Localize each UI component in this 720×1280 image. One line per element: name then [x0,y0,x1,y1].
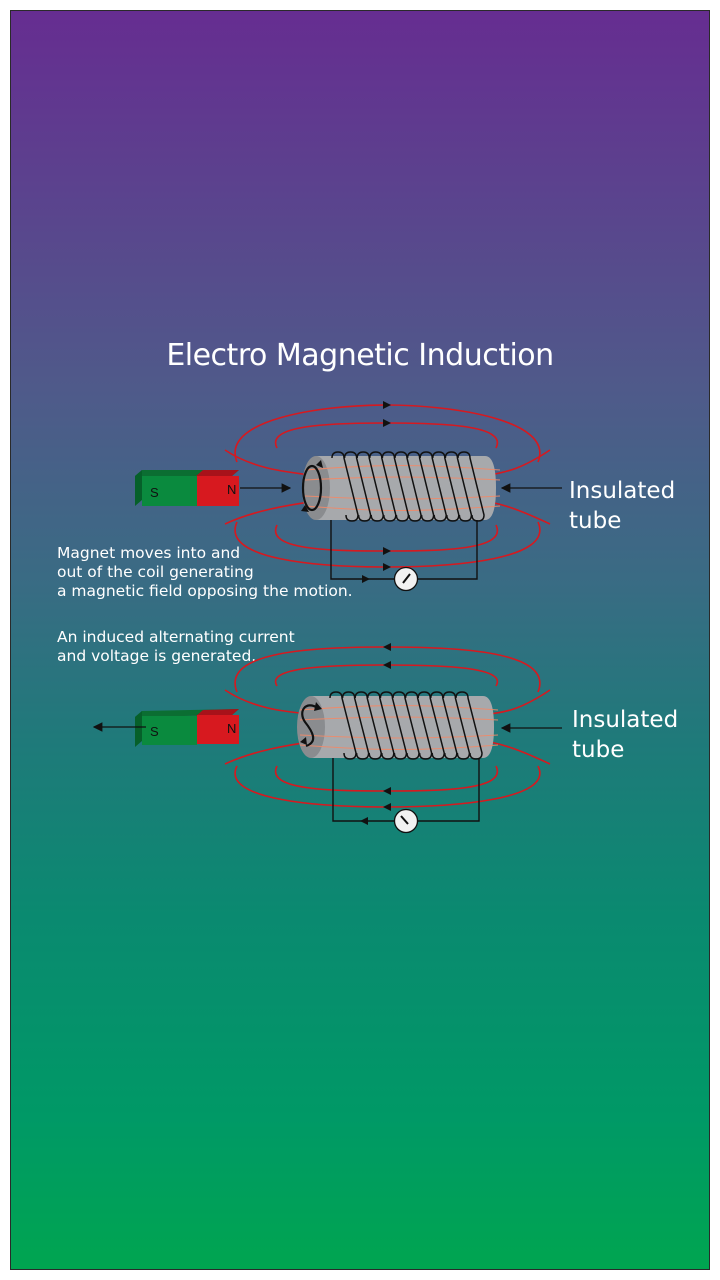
coil-turn [329,691,357,760]
coil-turn [419,451,447,522]
diagram-title: Electro Magnetic Induction [166,338,554,373]
coil-turn [343,451,372,522]
magnet-south-label-2: S [150,724,159,739]
coil-turn [457,451,485,522]
panel-magnet-out: S N [92,643,562,834]
induced-current-arrow-2 [301,704,319,748]
coil-turn [394,451,422,522]
coil-turn [356,451,384,522]
panel-magnet-in: S N [135,401,562,592]
coil-turn [379,691,408,760]
circuit-wire-2 [332,758,480,822]
bar-magnet-2: S N [135,709,239,747]
coil-turn [417,691,445,760]
coil-turn [444,451,473,522]
magnet-south-label-1: S [150,485,159,500]
coil-turn [404,691,433,760]
coil-turn [341,691,370,760]
circuit-wire-1 [330,520,478,580]
magnet-north-label-2: N [227,721,236,736]
bar-magnet-1: S N [135,470,239,506]
galvanometer-1 [393,566,419,592]
coil-turn [369,451,397,522]
coil-turn [392,691,420,760]
insulated-tube-1 [302,456,496,520]
coil-turn [331,451,359,522]
insulated-tube-label-2: Insulated tube [572,707,679,763]
coil-turn [432,451,460,522]
coil-turn [442,691,471,760]
insulated-tube-label-1: Insulated tube [569,478,676,534]
field-arrows-1 [383,401,391,571]
coil-turn [430,691,458,760]
coil-1 [331,451,485,522]
description-paragraph-1: Magnet moves into and out of the coil ge… [57,544,353,600]
coil-turn [381,451,410,522]
coil-turn [406,451,435,522]
induced-current-arrow-1 [301,464,323,512]
coil-turn [455,691,483,760]
coil-turn [354,691,382,760]
diagram-background [10,10,710,1270]
galvanometer-2 [393,808,419,834]
coil-2 [329,691,483,760]
magnet-north-label-1: N [227,482,236,497]
coil-turn [367,691,395,760]
field-arrows-2 [383,643,391,811]
description-paragraph-2: An induced alternating current and volta… [57,628,295,665]
